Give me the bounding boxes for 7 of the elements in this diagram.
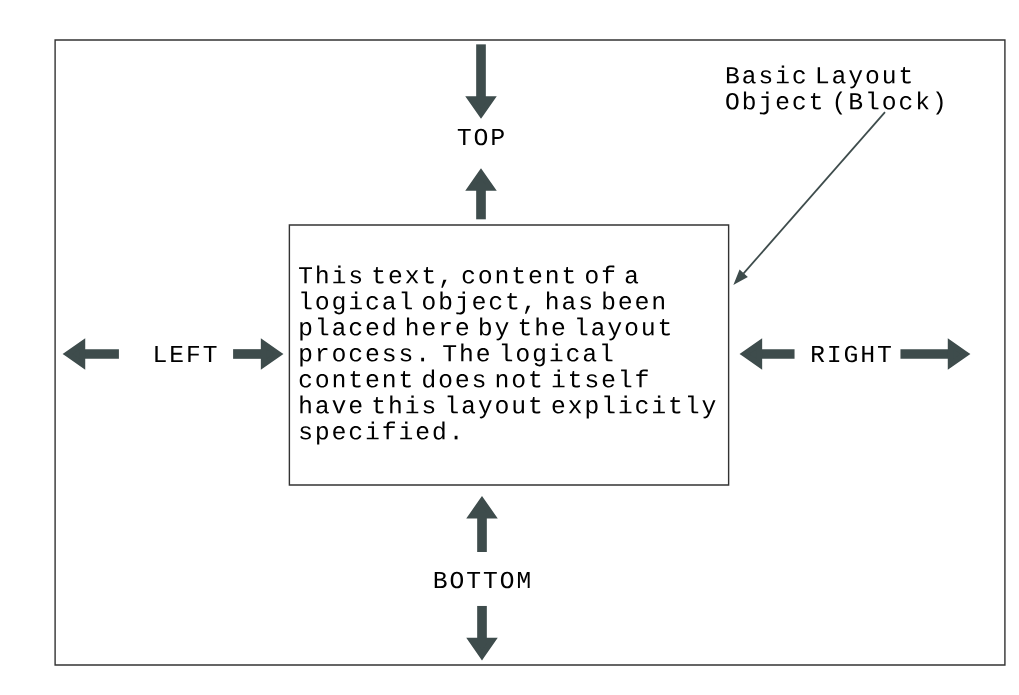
callout-text: Basic Layout Object (Block)	[726, 65, 943, 115]
direction-label: RIGHT	[812, 345, 891, 363]
layout-block: This text, content of a logical object, has been placed here by the layout process. The logical content does not itself have this layout explicitly specified.	[288, 224, 730, 486]
direction-label: BOTTOM	[434, 571, 530, 589]
direction-label: TOP	[457, 128, 504, 146]
page-frame	[54, 39, 1006, 666]
direction-label: LEFT	[155, 345, 217, 363]
